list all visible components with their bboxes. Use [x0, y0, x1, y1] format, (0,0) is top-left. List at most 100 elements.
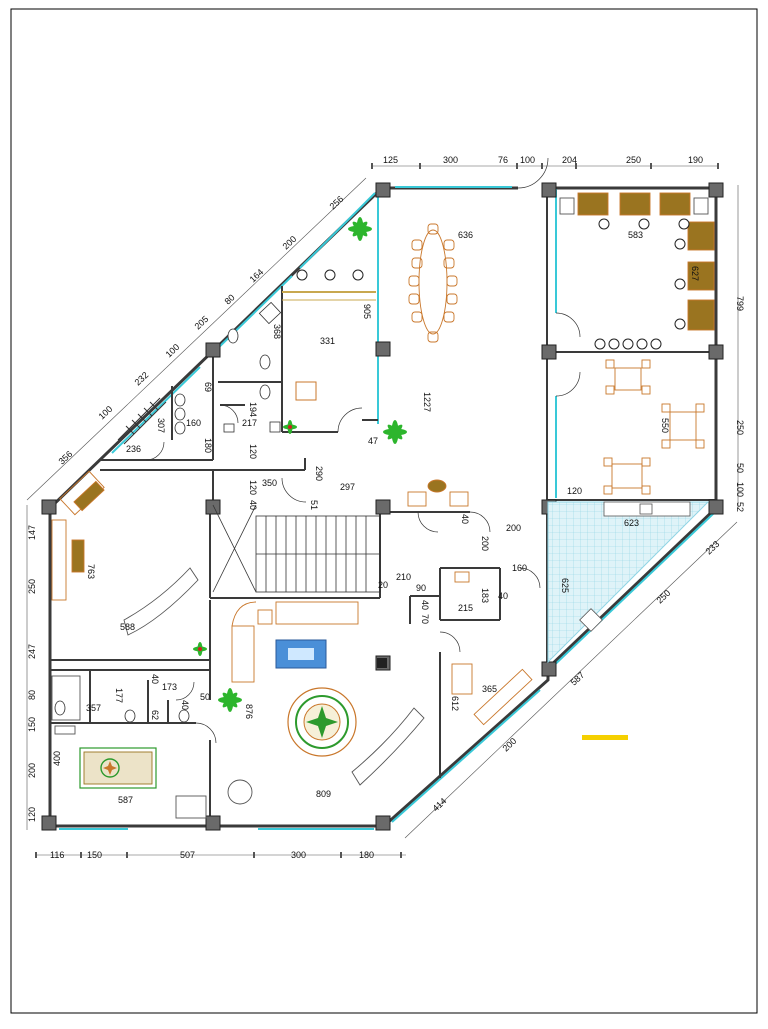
- office-desk: [454, 571, 470, 583]
- column-marker-icon: [41, 499, 57, 515]
- dim-top-6: 250: [626, 155, 641, 165]
- dim-183: 183: [480, 588, 490, 603]
- dim-120b: 120: [248, 480, 258, 495]
- stair-treads: [265, 516, 367, 592]
- dim-diag-left-8: 100: [97, 404, 115, 422]
- columns: [41, 182, 724, 831]
- dim-diag-right-4: 200: [501, 736, 519, 754]
- dim-400: 400: [52, 751, 62, 766]
- dim-bottom-5: 180: [359, 850, 374, 860]
- dim-right-3: 50: [735, 463, 745, 473]
- dim-bottom-3: 507: [180, 850, 195, 860]
- column-marker-icon: [708, 182, 724, 198]
- rug-inner: [288, 648, 314, 660]
- dim-bottom-1: 116: [50, 850, 64, 860]
- dim-diag-left-2: 200: [281, 234, 299, 252]
- dim-diag-left-1: 256: [328, 194, 346, 212]
- dim-right-2: 250: [735, 420, 745, 435]
- column-marker-icon: [41, 815, 57, 831]
- dim-left-1: 147: [27, 525, 37, 540]
- dim-331: 331: [320, 336, 335, 346]
- dim-350: 350: [262, 478, 277, 488]
- rug-medallion-icon: [287, 687, 357, 757]
- dim-top-3: 76: [498, 155, 508, 165]
- bed-rug: [79, 747, 157, 789]
- dim-left-7: 120: [27, 807, 37, 822]
- dim-236: 236: [126, 444, 141, 454]
- dim-51: 51: [309, 500, 319, 510]
- column-marker-icon: [375, 815, 391, 831]
- dim-160b: 160: [512, 563, 527, 573]
- coffee-table: [71, 539, 85, 573]
- north-arrow: [582, 735, 628, 740]
- plant-icon: [198, 647, 202, 651]
- column-marker-icon: [541, 344, 557, 360]
- dim-177: 177: [114, 688, 124, 703]
- dim-bottom-4: 300: [291, 850, 306, 860]
- dim-763: 763: [86, 564, 96, 579]
- side-table: [427, 479, 447, 493]
- office-desk: [619, 192, 651, 216]
- dim-612: 612: [450, 696, 460, 711]
- kitchen-counter: [579, 501, 691, 632]
- chair-icon: [603, 359, 705, 495]
- dim-588: 588: [120, 622, 135, 632]
- dim-1227: 1227: [422, 392, 432, 412]
- chair-icon: [408, 223, 458, 343]
- dim-diag-right-2: 250: [655, 588, 673, 606]
- dim-365: 365: [482, 684, 497, 694]
- dim-876: 876: [244, 704, 254, 719]
- plant-icon: [288, 425, 292, 429]
- dim-40e: 40: [150, 674, 160, 684]
- dim-20: 20: [378, 580, 388, 590]
- dim-50: 50: [200, 692, 210, 702]
- column-marker-icon: [375, 499, 391, 515]
- speaker: [377, 658, 387, 668]
- column-marker-icon: [708, 499, 724, 515]
- dim-left-5: 150: [27, 717, 37, 732]
- rug-medallion-icon: [100, 758, 120, 778]
- office-desk: [451, 663, 473, 695]
- dim-left-2: 250: [27, 579, 37, 594]
- dim-diag-left-5: 205: [193, 314, 211, 332]
- dim-diag-left-6: 100: [164, 342, 182, 360]
- dim-top-1: 125: [383, 155, 398, 165]
- dim-diag-left-3: 164: [248, 267, 266, 285]
- dim-left-3: 247: [27, 644, 37, 659]
- reception-desk: [351, 707, 425, 786]
- dim-40c: 40: [498, 591, 508, 601]
- dim-diag-right-3: 587: [569, 670, 587, 688]
- dim-40f: 40: [180, 700, 190, 710]
- dim-160a: 160: [186, 418, 201, 428]
- stair-icon: [117, 397, 167, 445]
- dim-627: 627: [690, 266, 700, 281]
- dim-diag-left-7: 232: [133, 370, 151, 388]
- dim-215: 215: [458, 603, 473, 613]
- dim-40d: 40: [420, 600, 430, 610]
- sheet-border: [10, 8, 758, 1014]
- dim-40b: 40: [460, 514, 470, 524]
- stair-icon: [212, 504, 381, 593]
- dim-diag-left-9: 356: [57, 449, 75, 467]
- dimension-ticks: [35, 163, 719, 858]
- dining-table: [611, 463, 643, 489]
- dim-62: 62: [150, 710, 160, 720]
- column-marker-icon: [205, 815, 221, 831]
- reception-desk: [123, 567, 199, 636]
- column-marker-icon: [205, 342, 221, 358]
- dim-368: 368: [272, 324, 282, 339]
- column-marker-icon: [541, 182, 557, 198]
- dim-120a: 120: [248, 444, 258, 459]
- dim-297: 297: [340, 482, 355, 492]
- dim-40a: 40: [248, 500, 258, 510]
- dim-194: 194: [248, 402, 258, 417]
- dim-217: 217: [242, 418, 257, 428]
- dim-right-4: 100: [735, 482, 745, 497]
- furniture: [51, 192, 715, 819]
- dim-173: 173: [162, 682, 177, 692]
- dim-587: 587: [118, 795, 133, 805]
- dim-right-1: 799: [735, 296, 745, 311]
- dim-right-5: 52: [735, 502, 745, 512]
- office-desk: [687, 221, 715, 251]
- dim-905: 905: [362, 304, 372, 319]
